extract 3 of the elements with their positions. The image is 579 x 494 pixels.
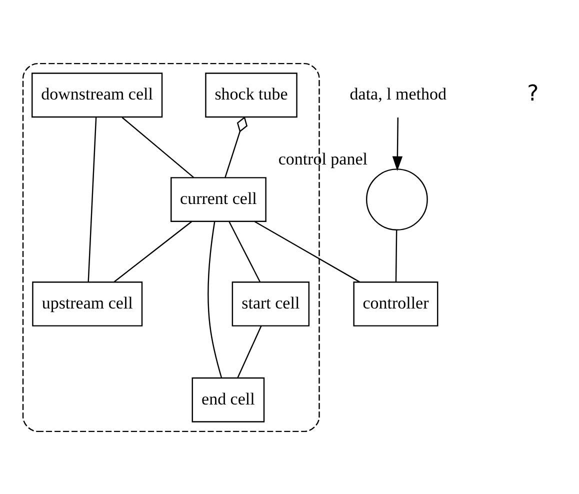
node-label: control panel — [278, 149, 368, 168]
node-text: data, l method — [350, 84, 447, 104]
label: ? — [527, 80, 539, 106]
